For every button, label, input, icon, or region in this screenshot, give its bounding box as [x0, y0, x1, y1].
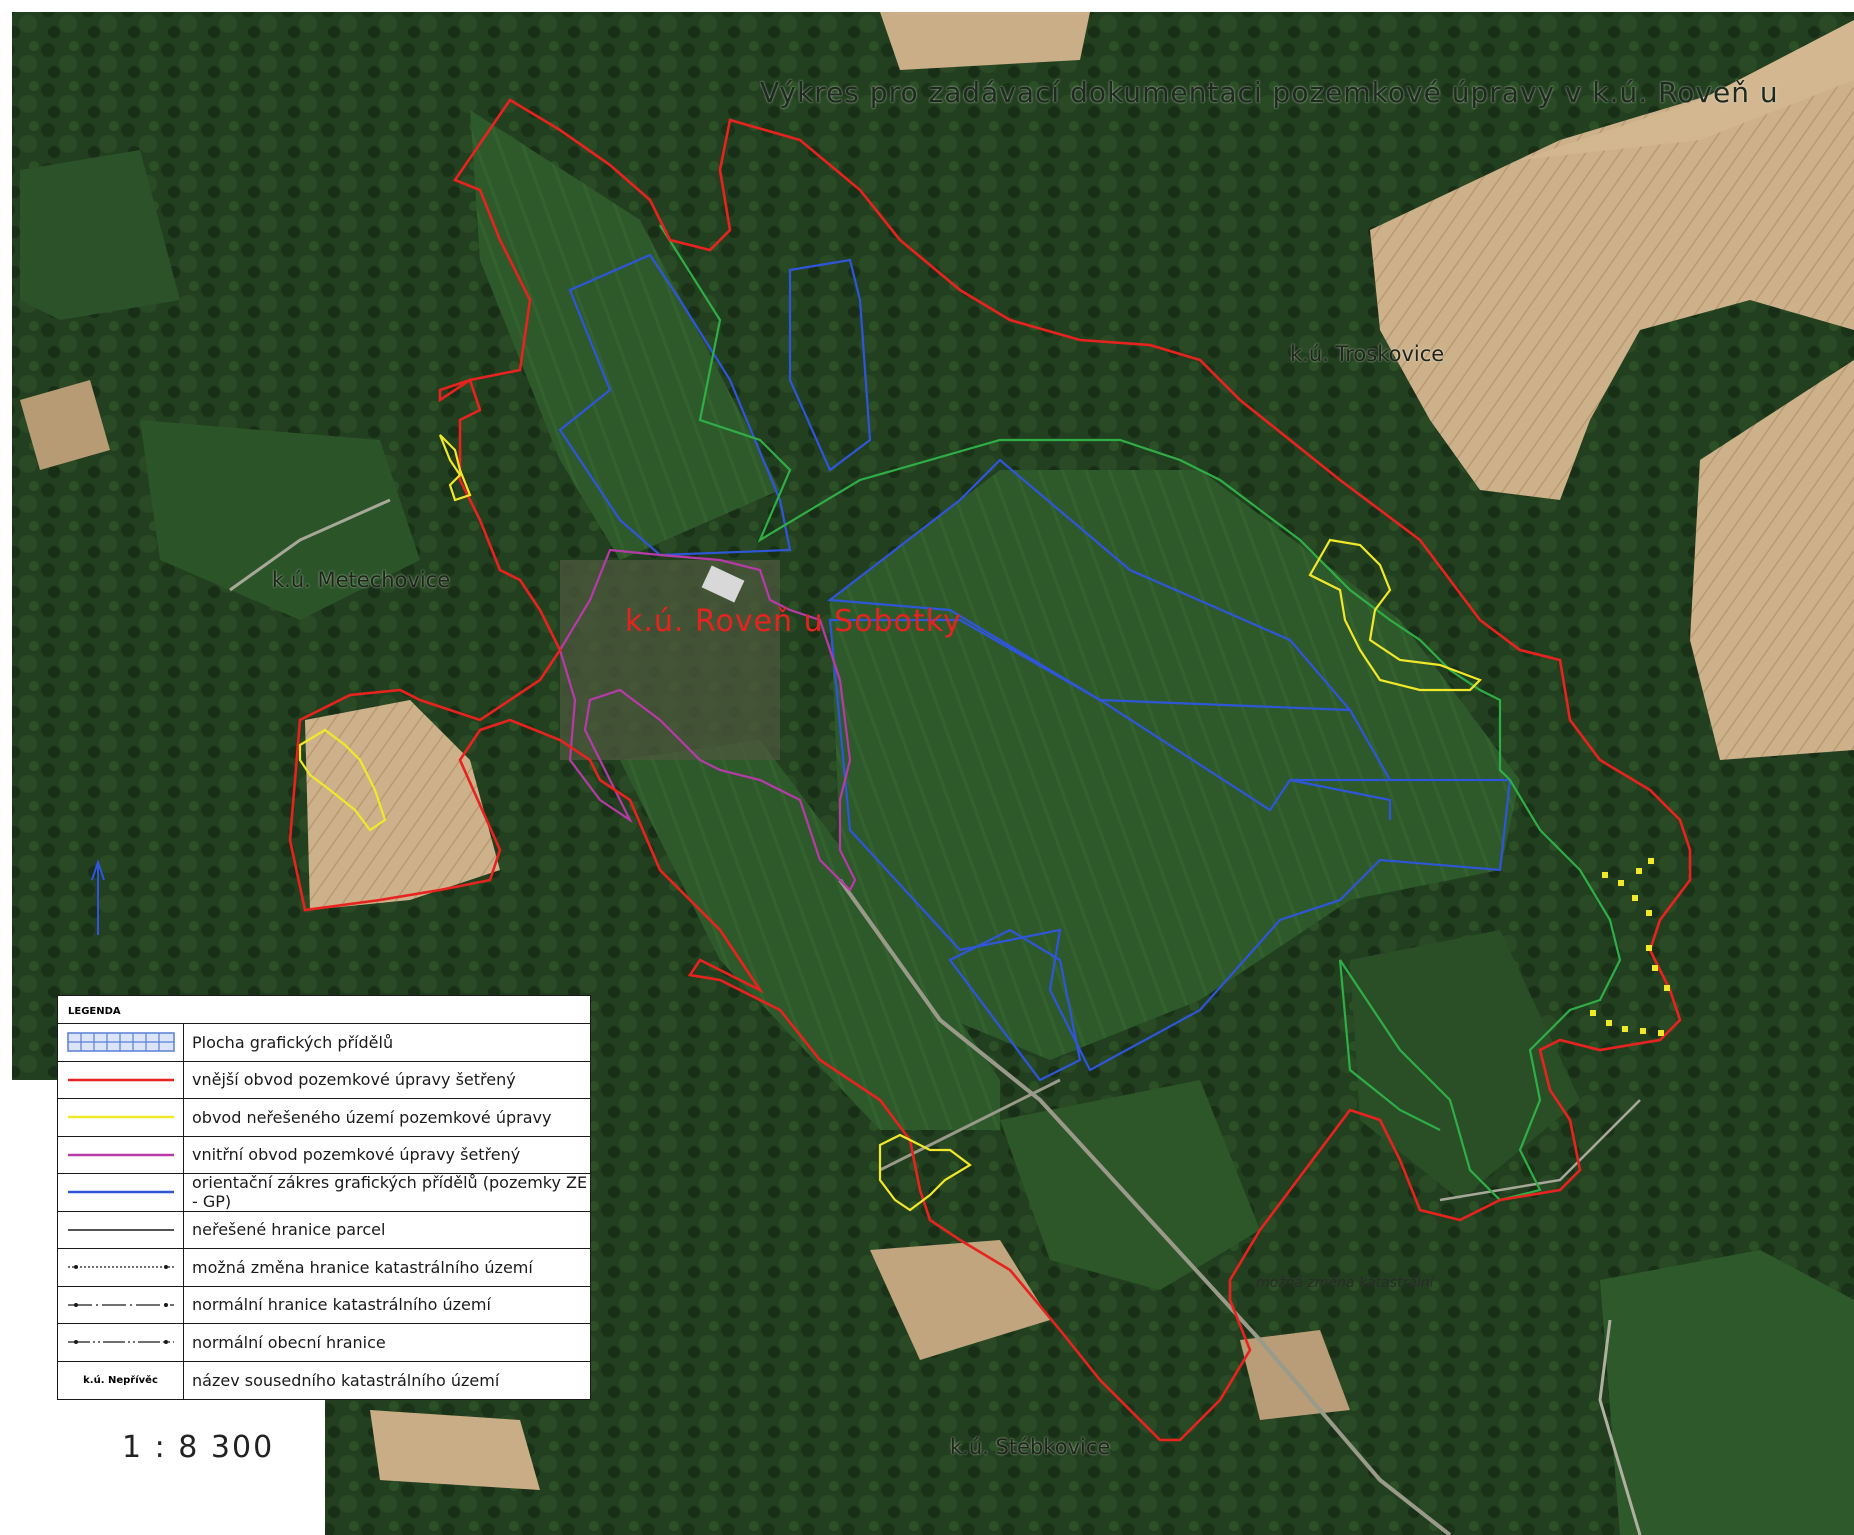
meadow-sw: [620, 740, 1000, 1130]
boundary-note-label: možná změna katastrální: [1256, 1275, 1434, 1291]
legend-row: obvod neřešeného území pozemkové úpravy: [58, 1099, 590, 1137]
neighbor-territory-ne: k.ú. Troskovice: [1290, 342, 1445, 366]
meadow-central: [830, 470, 1520, 1060]
village-area: [560, 560, 780, 760]
field-south: [870, 1240, 1050, 1360]
legend-row: normální obecní hranice: [58, 1324, 590, 1362]
left-margin: [0, 0, 12, 1080]
meadow-far-w: [20, 150, 180, 320]
legend-row: neřešené hranice parcel: [58, 1211, 590, 1249]
top-margin: [0, 0, 1854, 12]
legend-row: orientační zákres grafických přídělů (po…: [58, 1173, 590, 1212]
meadow-se-corner: [1600, 1250, 1854, 1535]
legend-heading: LEGENDA: [58, 996, 590, 1024]
legend-text: orientační zákres grafických přídělů (po…: [192, 1173, 588, 1212]
legend-symbol-text-sample: k.ú. Nepřívěc: [58, 1361, 184, 1399]
legend-text: normální hranice katastrálního území: [192, 1295, 491, 1315]
green-boundary: [659, 224, 1622, 1202]
map-title: Výkres pro zadávací dokumentaci pozemkov…: [760, 76, 1779, 109]
unsolved-dots: [1590, 858, 1670, 1036]
road-east: [1439, 1099, 1641, 1202]
meadow-north: [470, 110, 780, 560]
legend-symbol-red-line: [58, 1061, 184, 1098]
legend-text: možná změna hranice katastrálního území: [192, 1257, 533, 1277]
road-west: [229, 498, 391, 592]
map-legend: LEGENDA Plocha grafických přídělů vnější…: [57, 995, 591, 1400]
legend-symbol-yellow-line: [58, 1099, 184, 1136]
village-building: [701, 565, 745, 603]
field-ne: [1370, 60, 1854, 500]
legend-text: neřešené hranice parcel: [192, 1220, 386, 1240]
field-top: [880, 12, 1090, 70]
legend-row: k.ú. Nepřívěc název sousedního katastrál…: [58, 1361, 590, 1399]
legend-symbol-black-line: [58, 1211, 184, 1248]
legend-text: obvod neřešeného území pozemkové úpravy: [192, 1107, 552, 1127]
field-center-s: [1240, 1330, 1350, 1420]
north-arrow-icon: [91, 858, 105, 935]
legend-text: název sousedního katastrálního území: [192, 1370, 500, 1390]
meadow-s: [1000, 1080, 1260, 1290]
legend-text: vnější obvod pozemkové úpravy šetřený: [192, 1070, 516, 1090]
legend-text: vnitřní obvod pozemkové úpravy šetřený: [192, 1145, 521, 1165]
graphic-allotments: [558, 253, 1512, 1082]
legend-symbol-purple-line: [58, 1136, 184, 1173]
legend-symbol-blue-line: [58, 1174, 184, 1211]
legend-text: normální obecní hranice: [192, 1332, 386, 1352]
field-sw: [370, 1410, 540, 1490]
neighbor-territory-s: k.ú. Stébkovice: [950, 1435, 1111, 1459]
main-territory-label: k.ú. Roveň u Sobotky: [625, 604, 962, 639]
legend-symbol-dash-dot-dot-line: [58, 1324, 184, 1361]
meadow-w: [140, 420, 420, 620]
road-main: [838, 878, 1452, 1535]
inner-boundary: [558, 548, 857, 892]
map-scale: 1 : 8 300: [122, 1430, 275, 1465]
road-cross: [879, 1078, 1061, 1172]
neighbor-territory-w: k.ú. Metechovice: [272, 568, 451, 592]
legend-row: možná změna hranice katastrálního území: [58, 1249, 590, 1287]
legend-row: vnitřní obvod pozemkové úpravy šetřený: [58, 1136, 590, 1174]
outer-boundary: [288, 98, 1692, 1442]
legend-row: normální hranice katastrálního území: [58, 1286, 590, 1324]
legend-row: vnější obvod pozemkové úpravy šetřený: [58, 1061, 590, 1099]
legend-row: Plocha grafických přídělů: [58, 1024, 590, 1062]
legend-symbol-hatch: [58, 1024, 184, 1061]
legend-symbol-dash-dot-line: [58, 1286, 184, 1323]
field-nw: [20, 380, 110, 470]
legend-symbol-dotted-line: [58, 1249, 184, 1286]
meadow-se: [1350, 930, 1580, 1200]
field-east: [1690, 360, 1854, 760]
road-se: [1598, 1319, 1642, 1535]
legend-text: Plocha grafických přídělů: [192, 1032, 394, 1052]
field-ne-2: [1520, 20, 1854, 160]
unsolved-areas: [298, 434, 1482, 1212]
